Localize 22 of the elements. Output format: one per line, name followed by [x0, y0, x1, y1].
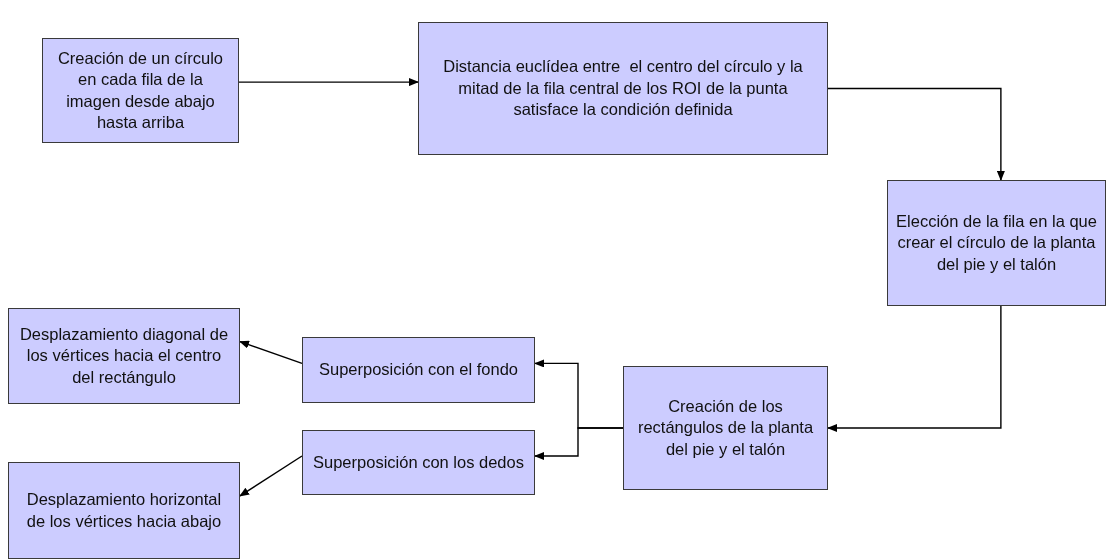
process-box [302, 430, 535, 495]
process-box [623, 366, 828, 490]
process-box [418, 22, 828, 155]
box-text: Creación de los rectángulos de la planta del pie y el talón [636, 395, 815, 460]
arrow [827, 305, 1002, 432]
arrow [239, 340, 303, 365]
box-text: Creación de un círculo en cada fila de la imagen desde abajo hasta arriba [56, 47, 225, 133]
box-text: Elección de la fila en la que crear el círculo de la planta del pie y el talón [896, 210, 1097, 275]
box-text: Desplazamiento diagonal de los vértices hacia el centro del rectángulo [18, 323, 230, 388]
process-box [887, 180, 1106, 306]
box-text: Superposición con los dedos [313, 451, 524, 473]
box-text: Superposición con el fondo [318, 359, 519, 381]
box-text: Distancia euclídea entre el centro del círculo y la mitad de la fila central de los ROI de la punta satisface la condición definida [442, 56, 804, 121]
process-box [42, 38, 239, 143]
arrow [239, 455, 303, 497]
process-box [8, 308, 240, 404]
arrow [827, 87, 1005, 181]
process-box [302, 337, 535, 403]
box-text: Desplazamiento horizontal de los vértices hacia abajo [25, 489, 223, 532]
arrow [238, 78, 419, 87]
arrow [534, 427, 624, 460]
process-box [8, 462, 240, 559]
